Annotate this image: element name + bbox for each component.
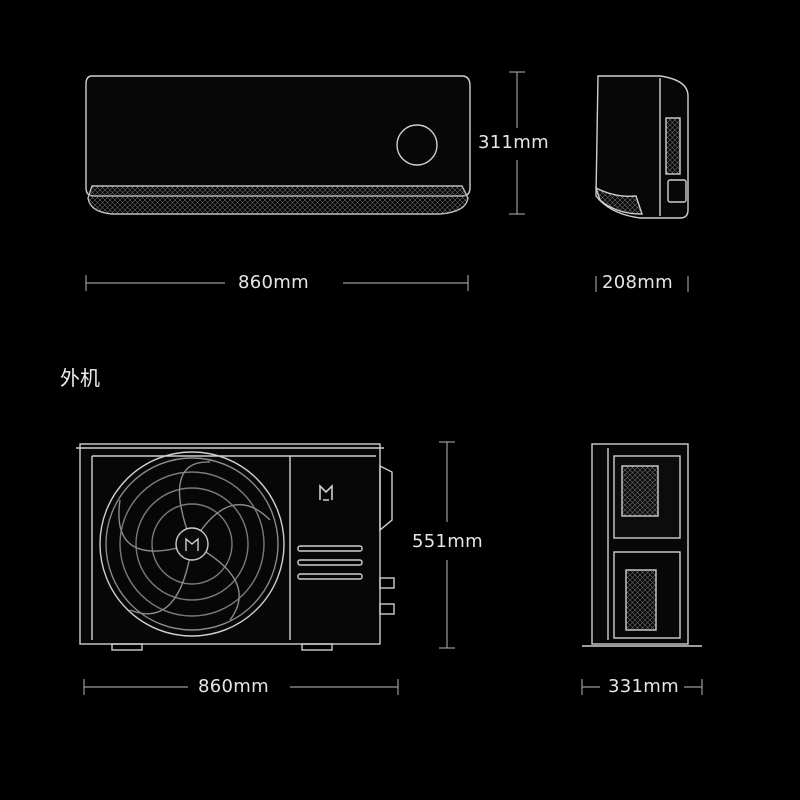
indoor-height-dimension bbox=[509, 71, 525, 215]
indoor-depth-dimension bbox=[595, 276, 689, 292]
indoor-depth-label: 208mm bbox=[602, 272, 673, 294]
mi-home-logo-icon bbox=[319, 484, 333, 501]
outdoor-height-dimension bbox=[439, 441, 455, 649]
indoor-air-outlet-grill bbox=[87, 185, 469, 215]
indoor-width-label: 860mm bbox=[238, 272, 309, 294]
outdoor-depth-dimension bbox=[581, 679, 703, 695]
outdoor-width-label: 860mm bbox=[198, 676, 269, 698]
indoor-width-dimension bbox=[85, 275, 469, 291]
outdoor-unit-side bbox=[582, 443, 702, 647]
outdoor-width-dimension bbox=[83, 679, 399, 695]
outdoor-unit-front bbox=[76, 443, 395, 651]
indoor-unit-side bbox=[594, 75, 689, 219]
outdoor-height-label: 551mm bbox=[412, 531, 483, 553]
indoor-display-ring bbox=[396, 124, 438, 166]
outdoor-section-title: 外机 bbox=[60, 366, 100, 390]
indoor-height-label: 311mm bbox=[478, 132, 549, 154]
indoor-unit-front bbox=[85, 75, 471, 215]
outdoor-depth-label: 331mm bbox=[608, 676, 679, 698]
mi-home-logo-icon-fan bbox=[185, 537, 199, 551]
